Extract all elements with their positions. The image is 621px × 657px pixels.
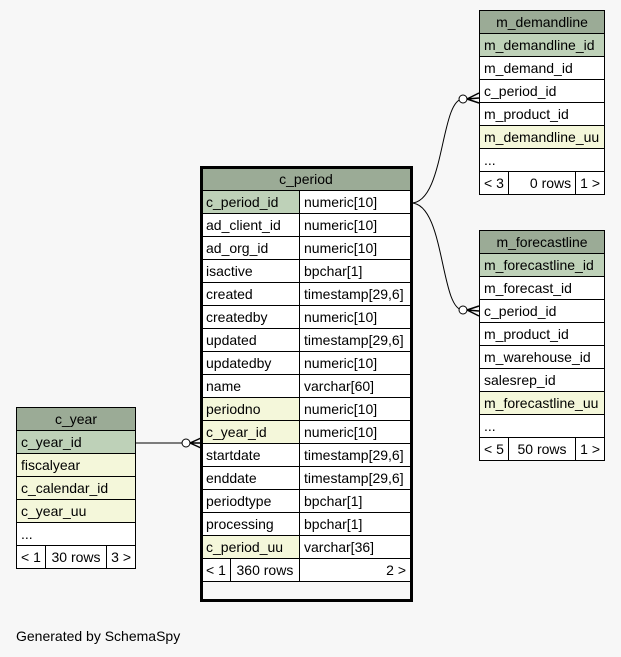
- column-ad-org-id[interactable]: ad_org_id: [201, 236, 300, 260]
- column-periodno[interactable]: periodno: [201, 397, 300, 421]
- table-header-c-period[interactable]: c_period: [201, 167, 411, 191]
- column-m-forecastline-id[interactable]: m_forecastline_id: [479, 253, 605, 277]
- column-c-period-id[interactable]: c_period_id: [479, 299, 605, 323]
- column-name[interactable]: name: [201, 374, 300, 398]
- table-c-year[interactable]: c_year c_year_id fiscalyear c_calendar_i…: [16, 407, 136, 569]
- table-header-m-demandline[interactable]: m_demandline: [479, 10, 605, 34]
- column-type: numeric[10]: [299, 305, 411, 329]
- column-m-demand-id[interactable]: m_demand_id: [479, 56, 605, 80]
- column-ad-client-id[interactable]: ad_client_id: [201, 213, 300, 237]
- column-c-year-id[interactable]: c_year_id: [201, 420, 300, 444]
- column-c-period-uu[interactable]: c_period_uu: [201, 535, 300, 559]
- column-periodtype[interactable]: periodtype: [201, 489, 300, 513]
- column-m-product-id[interactable]: m_product_id: [479, 322, 605, 346]
- footer-parents-count[interactable]: < 1: [202, 559, 231, 581]
- table-c-period[interactable]: c_period c_period_id numeric[10] ad_clie…: [201, 167, 411, 582]
- footer-parents-count[interactable]: < 3: [479, 171, 509, 195]
- column-c-period-id[interactable]: c_period_id: [479, 79, 605, 103]
- footer-children-count[interactable]: 1 >: [575, 171, 605, 195]
- edge-c-period-to-m-forecastline: [410, 202, 464, 311]
- column-m-product-id[interactable]: m_product_id: [479, 102, 605, 126]
- footer-children-count[interactable]: 1 >: [575, 437, 605, 461]
- column-startdate[interactable]: startdate: [201, 443, 300, 467]
- column-type: numeric[10]: [299, 397, 411, 421]
- edge-c-year-crowfoot: [189, 437, 202, 449]
- column-processing[interactable]: processing: [201, 512, 300, 536]
- column-m-demandline-uu[interactable]: m_demandline_uu: [479, 125, 605, 149]
- column-type: bpchar[1]: [299, 489, 411, 513]
- column-type: varchar[36]: [299, 535, 411, 559]
- column-type: varchar[60]: [299, 374, 411, 398]
- edge-c-year-crowfoot-circle: [181, 438, 191, 448]
- column-c-calendar-id[interactable]: c_calendar_id: [16, 476, 136, 500]
- table-header-c-year[interactable]: c_year: [16, 407, 136, 431]
- column-type: timestamp[29,6]: [299, 466, 411, 490]
- column-m-forecast-id[interactable]: m_forecast_id: [479, 276, 605, 300]
- footer-row-count: 30 rows: [44, 545, 108, 569]
- column-type: numeric[10]: [299, 420, 411, 444]
- edge-m-forecastline-crowfoot: [466, 305, 480, 317]
- column-type: bpchar[1]: [299, 512, 411, 536]
- edge-m-forecastline-crowfoot-circle: [458, 305, 468, 315]
- footer-cell: < 1 360 rows: [201, 558, 300, 582]
- column-type: numeric[10]: [299, 190, 411, 214]
- footer-row-count: 50 rows: [507, 437, 577, 461]
- column-c-year-uu[interactable]: c_year_uu: [16, 499, 136, 523]
- column-isactive[interactable]: isactive: [201, 259, 300, 283]
- column-c-year-id[interactable]: c_year_id: [16, 430, 136, 454]
- footer-parents-count[interactable]: < 5: [479, 437, 509, 461]
- column-updatedby[interactable]: updatedby: [201, 351, 300, 375]
- column-type: bpchar[1]: [299, 259, 411, 283]
- column-fiscalyear[interactable]: fiscalyear: [16, 453, 136, 477]
- table-m-demandline[interactable]: m_demandline m_demandline_id m_demand_id…: [479, 10, 605, 195]
- column-type: timestamp[29,6]: [299, 328, 411, 352]
- edge-m-demandline-crowfoot-circle: [458, 94, 468, 104]
- column-enddate[interactable]: enddate: [201, 466, 300, 490]
- column-m-demandline-id[interactable]: m_demandline_id: [479, 33, 605, 57]
- footer-children-count[interactable]: 3 >: [106, 545, 136, 569]
- column-type: numeric[10]: [299, 236, 411, 260]
- column-type: timestamp[29,6]: [299, 282, 411, 306]
- edge-m-demandline-crowfoot: [466, 92, 480, 104]
- footer-row-count: 360 rows: [236, 562, 294, 578]
- table-m-forecastline[interactable]: m_forecastline m_forecastline_id m_forec…: [479, 230, 605, 461]
- column-more[interactable]: ...: [479, 414, 605, 438]
- column-m-forecastline-uu[interactable]: m_forecastline_uu: [479, 391, 605, 415]
- column-createdby[interactable]: createdby: [201, 305, 300, 329]
- table-header-m-forecastline[interactable]: m_forecastline: [479, 230, 605, 254]
- edge-c-period-to-m-demandline: [410, 98, 464, 204]
- footer-row-count: 0 rows: [507, 171, 577, 195]
- column-type: numeric[10]: [299, 213, 411, 237]
- column-type: numeric[10]: [299, 351, 411, 375]
- column-c-period-id[interactable]: c_period_id: [201, 190, 300, 214]
- footer-parents-count[interactable]: < 1: [16, 545, 46, 569]
- footer-children-count[interactable]: 2 >: [299, 558, 411, 582]
- column-more[interactable]: ...: [479, 148, 605, 172]
- column-updated[interactable]: updated: [201, 328, 300, 352]
- generated-by-label: Generated by SchemaSpy: [16, 628, 181, 644]
- column-more[interactable]: ...: [16, 522, 136, 546]
- column-salesrep-id[interactable]: salesrep_id: [479, 368, 605, 392]
- column-m-warehouse-id[interactable]: m_warehouse_id: [479, 345, 605, 369]
- column-type: timestamp[29,6]: [299, 443, 411, 467]
- column-created[interactable]: created: [201, 282, 300, 306]
